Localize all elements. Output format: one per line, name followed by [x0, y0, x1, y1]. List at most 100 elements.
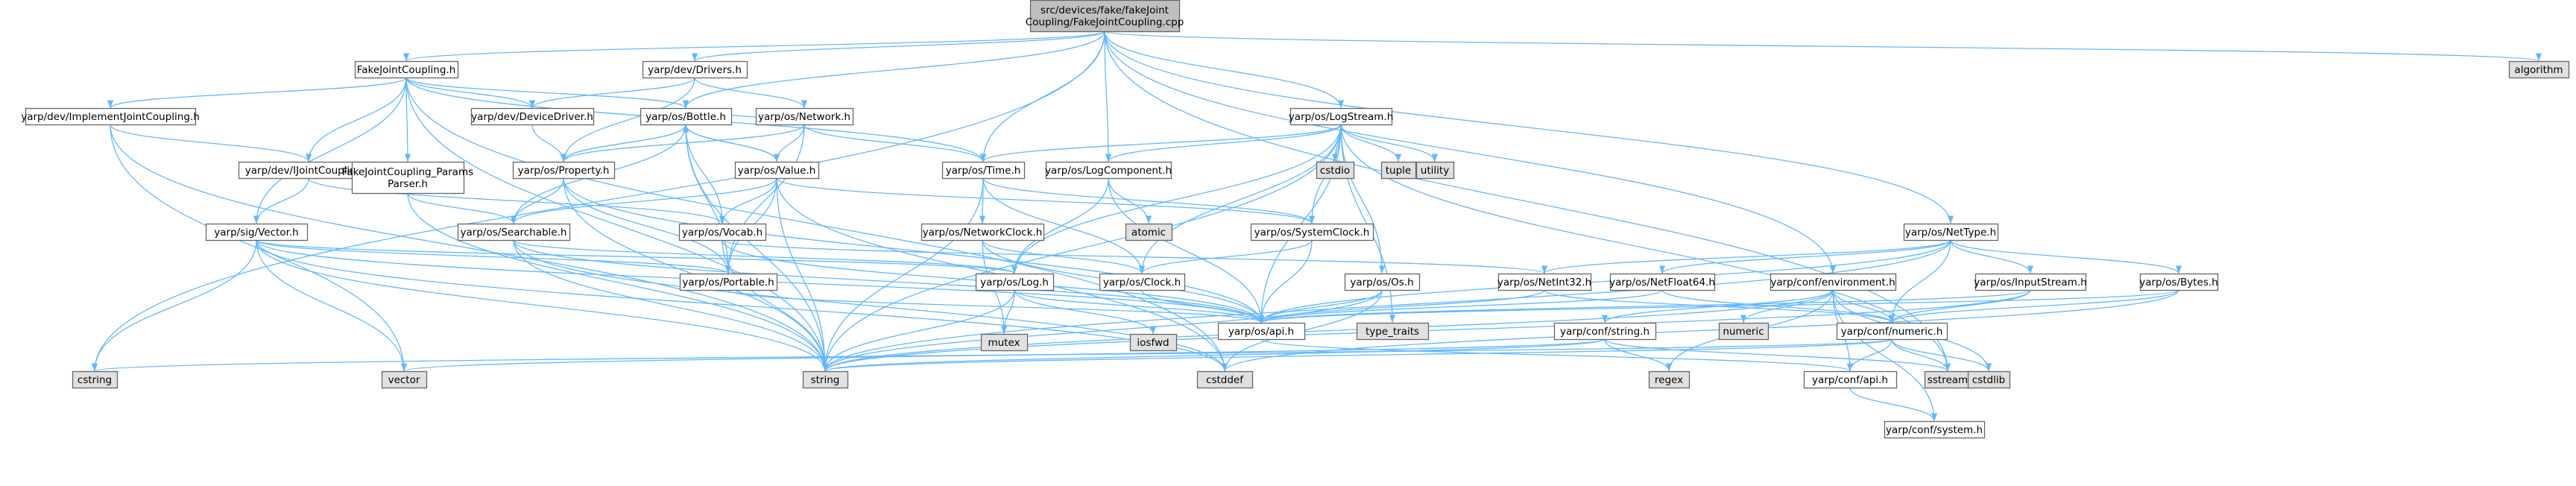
node-string[interactable]: string: [802, 370, 849, 389]
edge-fjc_h-to-devicedriver: [405, 77, 536, 109]
node-confstring[interactable]: yarp/conf/string.h: [1553, 322, 1657, 341]
node-label: yarp/os/Network.h: [758, 111, 850, 123]
node-logcomponent[interactable]: yarp/os/LogComponent.h: [1045, 161, 1172, 180]
node-systemclock[interactable]: yarp/os/SystemClock.h: [1250, 223, 1374, 242]
edge-vector_h-to-portable: [256, 239, 731, 274]
node-box: [1974, 273, 2087, 291]
edge-systemclock-to-clock: [1139, 239, 1313, 274]
node-environment[interactable]: yarp/conf/environment.h: [1770, 273, 1897, 291]
node-utility[interactable]: utility: [1415, 161, 1455, 180]
edge-fjc_h-to-ijointcoupling: [305, 77, 407, 162]
node-value[interactable]: yarp/os/Value.h: [734, 161, 820, 180]
node-box: [980, 333, 1029, 352]
node-osapi[interactable]: yarp/os/api.h: [1217, 322, 1306, 341]
node-atomic[interactable]: atomic: [1125, 223, 1173, 242]
node-netfloat64[interactable]: yarp/os/NetFloat64.h: [1609, 273, 1716, 291]
node-bytes[interactable]: yarp/os/Bytes.h: [2139, 273, 2219, 291]
node-confapi[interactable]: yarp/conf/api.h: [1803, 370, 1898, 389]
edge-logstream-to-os_h: [1340, 124, 1386, 274]
node-cstring[interactable]: cstring: [72, 370, 119, 389]
node-netint32[interactable]: yarp/os/NetInt32.h: [1497, 273, 1591, 291]
node-confsystem[interactable]: yarp/conf/system.h: [1884, 420, 1986, 439]
node-searchable[interactable]: yarp/os/Searchable.h: [457, 223, 571, 242]
node-cstddef[interactable]: cstddef: [1196, 370, 1254, 389]
node-property[interactable]: yarp/os/Property.h: [512, 161, 616, 180]
node-box: [734, 161, 820, 180]
edge-bottle-to-vocab: [685, 124, 726, 224]
node-box: [1803, 370, 1898, 389]
node-bottle[interactable]: yarp/os/Bottle.h: [640, 107, 733, 126]
node-label: algorithm: [2514, 64, 2563, 76]
node-inputstream[interactable]: yarp/os/InputStream.h: [1974, 273, 2087, 291]
node-sstream[interactable]: sstream: [1924, 370, 1972, 389]
node-box: [1250, 223, 1374, 242]
node-box: [470, 107, 595, 126]
node-portable[interactable]: yarp/os/Portable.h: [679, 273, 778, 291]
node-vector_h[interactable]: yarp/sig/Vector.h: [205, 223, 309, 242]
node-label: yarp/os/Vocab.h: [682, 227, 763, 239]
node-devicedriver[interactable]: yarp/dev/DeviceDriver.h: [470, 107, 595, 126]
edge-root-to-logstream: [1104, 31, 1345, 109]
node-implcoupling[interactable]: yarp/dev/ImplementJointCoupling.h: [21, 107, 200, 126]
node-root[interactable]: src/devices/fake/fakeJointCoupling/FakeJ…: [1026, 0, 1184, 33]
node-label: yarp/conf/string.h: [1560, 326, 1650, 338]
node-algorithm[interactable]: algorithm: [2508, 60, 2570, 79]
node-logstream[interactable]: yarp/os/LogStream.h: [1289, 107, 1394, 126]
node-box: [1289, 107, 1393, 126]
node-numeric[interactable]: numeric: [1718, 322, 1770, 341]
node-box: [921, 223, 1045, 242]
node-os_h[interactable]: yarp/os/Os.h: [1344, 273, 1421, 291]
node-confnumeric[interactable]: yarp/conf/numeric.h: [1836, 322, 1948, 341]
edge-network-to-property: [561, 124, 805, 162]
node-log[interactable]: yarp/os/Log.h: [975, 273, 1055, 291]
node-box: [1380, 161, 1417, 180]
node-tuple[interactable]: tuple: [1380, 161, 1417, 180]
node-box: [1609, 273, 1716, 291]
node-box: [1316, 161, 1355, 180]
node-time[interactable]: yarp/os/Time.h: [941, 161, 1026, 180]
node-drivers[interactable]: yarp/dev/Drivers.h: [642, 60, 748, 79]
node-label: yarp/os/Log.h: [980, 277, 1049, 288]
node-type_traits[interactable]: type_traits: [1356, 322, 1430, 341]
node-label: yarp/os/SystemClock.h: [1254, 227, 1370, 239]
edge-network-to-portable: [724, 124, 805, 274]
edge-confstring-to-sstream: [1604, 338, 1951, 372]
node-label: cstdlib: [1972, 374, 2005, 386]
edge-params-to-string: [407, 192, 829, 372]
node-network[interactable]: yarp/os/Network.h: [755, 107, 854, 126]
node-label: Coupling/FakeJointCoupling.cpp: [1026, 16, 1184, 28]
node-regex[interactable]: regex: [1648, 370, 1690, 389]
node-ijointcoupling[interactable]: yarp/dev/IJointCoupling.h: [238, 161, 380, 180]
edge-os_h-to-string: [822, 289, 1383, 372]
node-iosfwd[interactable]: iosfwd: [1129, 333, 1178, 352]
node-box: [1903, 223, 1999, 242]
node-box: [1099, 273, 1186, 291]
node-cstdio[interactable]: cstdio: [1316, 161, 1355, 180]
node-label: yarp/sig/Vector.h: [214, 227, 298, 239]
node-label: yarp/os/Portable.h: [682, 277, 774, 288]
node-label: type_traits: [1366, 326, 1419, 338]
edge-nettype-to-netint32: [1541, 239, 1951, 274]
edge-root-to-cstring: [91, 31, 1105, 372]
edge-netfloat64-to-osapi: [1258, 289, 1663, 324]
node-fjc_h[interactable]: FakeJointCoupling.h: [354, 60, 459, 79]
node-nettype[interactable]: yarp/os/NetType.h: [1903, 223, 1999, 242]
edge-drivers-to-property: [560, 77, 695, 162]
node-box: [72, 370, 119, 389]
node-networkclock[interactable]: yarp/os/NetworkClock.h: [921, 223, 1045, 242]
node-cstdlib[interactable]: cstdlib: [1967, 370, 2011, 389]
node-mutex[interactable]: mutex: [980, 333, 1029, 352]
edge-ijointcoupling-to-vector_h: [253, 177, 309, 224]
node-vector[interactable]: vector: [381, 370, 428, 389]
edge-networkclock-to-clock: [982, 239, 1145, 274]
edge-log-to-string: [821, 289, 1015, 372]
node-label: yarp/os/api.h: [1228, 326, 1294, 338]
node-label: iosfwd: [1137, 337, 1169, 349]
edge-bytes-to-confnumeric: [1889, 289, 2179, 324]
node-label: yarp/os/Bytes.h: [2139, 277, 2218, 288]
edge-confnumeric-to-sstream: [1891, 338, 1951, 372]
node-clock[interactable]: yarp/os/Clock.h: [1099, 273, 1186, 291]
edge-environment-to-confstring: [1602, 289, 1834, 324]
node-vocab[interactable]: yarp/os/Vocab.h: [678, 223, 767, 242]
